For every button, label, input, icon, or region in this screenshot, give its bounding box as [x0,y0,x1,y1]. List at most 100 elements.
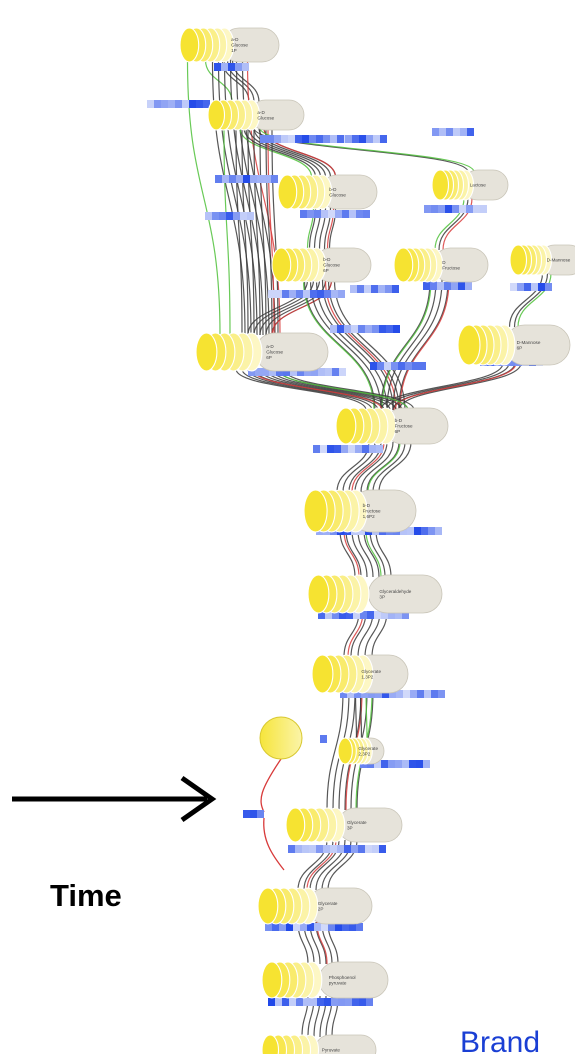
heatmap-cell [260,135,267,143]
reaction-edge [357,529,374,578]
heatmap-cell [416,760,423,768]
heatmap-cell [384,362,391,370]
heatmap-cell [325,611,332,619]
heatmap-cell [324,998,331,1006]
heatmap-cell [356,923,363,931]
reaction-edge [380,362,504,411]
regulation-edge [267,127,275,336]
reaction-edge [241,368,373,411]
footer-text: Brand [460,1026,541,1059]
heatmap-cell [459,205,466,213]
heatmap-cell [531,283,538,291]
regulation-edge [367,441,401,493]
heatmap-cell [466,205,473,213]
heatmap-cell [229,175,236,183]
reaction-edge [259,279,321,336]
heatmap-cell [376,445,383,453]
heatmap-cell [307,210,314,218]
heatmap-cell [269,368,276,376]
time-point-disc [207,99,226,131]
heatmap-cell [196,100,203,108]
heatmap-cell [296,998,303,1006]
heatmap-cell [257,810,264,818]
reaction-edge [392,279,443,411]
heatmap-cell [338,998,345,1006]
heatmap-cell [431,690,438,698]
time-point-disc [261,1034,280,1054]
heatmap-cell [297,368,304,376]
time-point-disc [509,244,528,276]
heatmap-cell [392,285,399,293]
heatmap-cell [508,358,515,366]
heatmap-cell [321,210,328,218]
node-label-line: Glucose [329,192,346,197]
heatmap-cell [395,611,402,619]
node-label-line: 1,3P2 [361,674,373,679]
heatmap-cell [372,845,379,853]
heatmap-cell [337,845,344,853]
metabolite-nodes: a-DGlucose1Pa-DGlucoseb-DGlucoseLactoseb… [179,27,575,1054]
heatmap-cell [545,283,552,291]
heatmap-cell [370,362,377,370]
regulation-edge [381,279,432,411]
node-label-line: pyruvate [329,980,347,985]
heatmap-cell [222,175,229,183]
node-label-line: Glucose [323,263,340,268]
reaction-edge [372,441,406,493]
time-point-disc [179,27,200,63]
heatmap-cell [302,845,309,853]
heatmap-cell [439,128,446,136]
heatmap-cell [275,998,282,1006]
heatmap-cell [395,760,402,768]
heatmap-cell [262,368,269,376]
heatmap-cell [341,445,348,453]
reaction-edge [253,127,261,336]
reaction-edge [259,127,267,336]
heatmap-cell [235,63,242,71]
heatmap-cell [264,175,271,183]
reaction-edge [326,690,344,811]
node-label-line: 2,3P2 [358,751,370,756]
heatmap-cell [295,845,302,853]
reaction-edge [265,279,327,336]
heatmap-cell [318,611,325,619]
heatmap-cell [371,285,378,293]
heatmap-cell [510,283,517,291]
heatmap-cell [417,690,424,698]
heatmap-cell [332,368,339,376]
heatmap-cell [317,290,324,298]
heatmap-cell [473,205,480,213]
heatmap-cell [247,212,254,220]
heatmap-cell [290,368,297,376]
reaction-edge [345,529,362,578]
heatmap-cell [353,611,360,619]
heatmap-cell [276,368,283,376]
heatmap-cell [391,362,398,370]
heatmap-cell [175,100,182,108]
heatmap-cell [381,611,388,619]
heatmap-cell [309,845,316,853]
heatmap-cell [265,923,272,931]
heatmap-cell [303,998,310,1006]
reaction-edge [351,529,368,578]
node-label-line: Pyruvate [322,1048,341,1053]
heatmap-cell [296,290,303,298]
node-label-line: a-D [231,37,239,42]
heatmap-cell [372,325,379,333]
node-label-line: Glyceraldehyde [379,589,411,594]
reaction-edge [271,127,279,336]
enzyme-heatmaps [147,63,552,1006]
heatmap-cell [279,923,286,931]
node-label-line: 6P [323,268,329,273]
heatmap-cell [330,845,337,853]
regulation-edge [302,279,375,411]
time-arrow-icon [12,775,217,823]
heatmap-cell [460,128,467,136]
reaction-edge [243,127,317,178]
time-point-disc [261,961,283,999]
heatmap-cell [203,100,210,108]
heatmap-cell [458,282,465,290]
